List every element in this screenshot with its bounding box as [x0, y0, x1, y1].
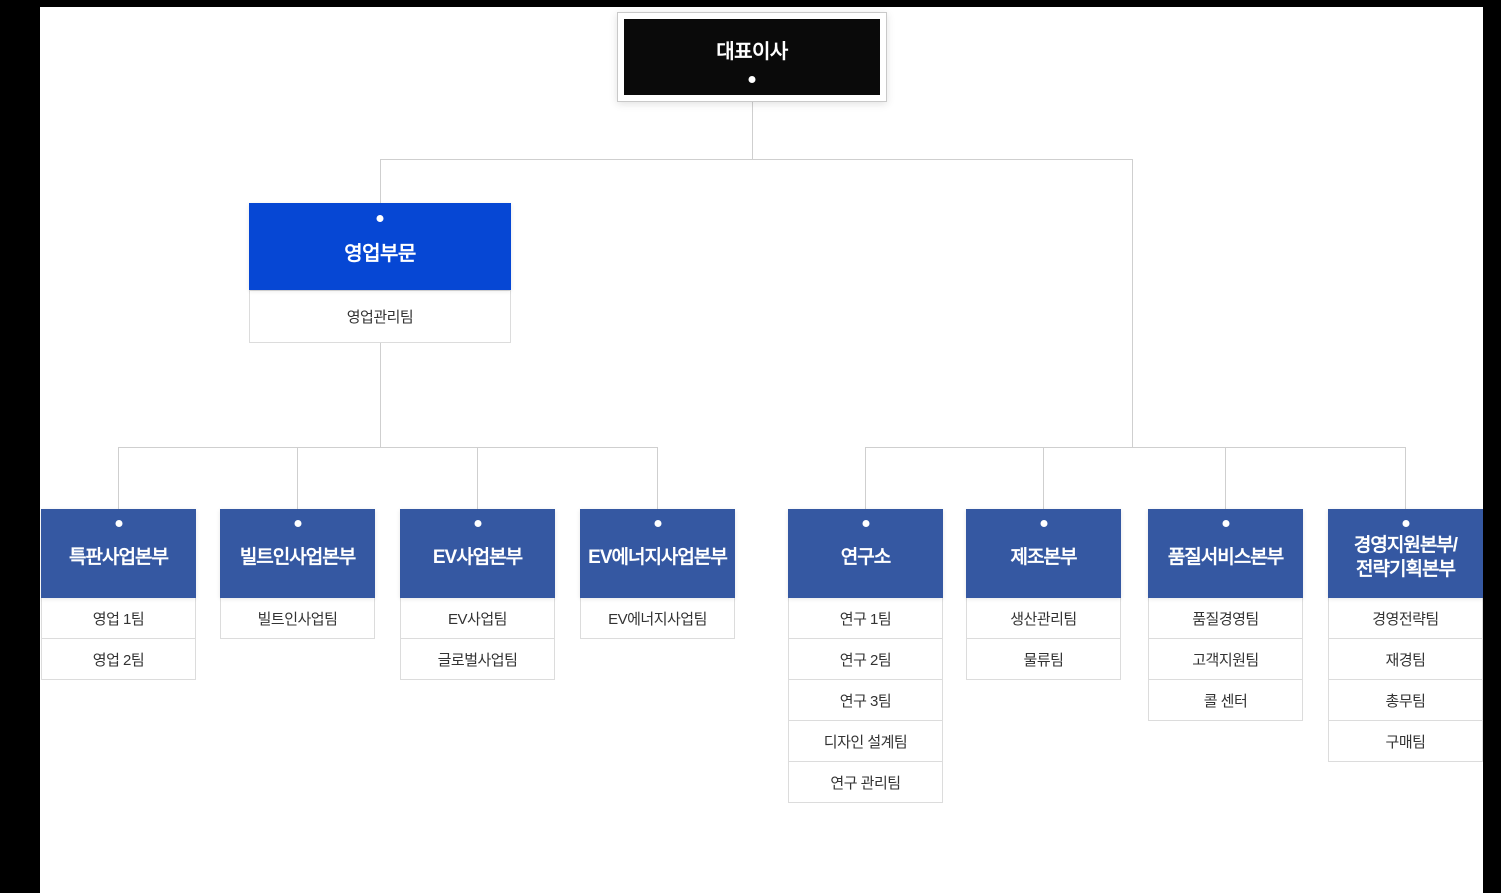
connector-dot — [748, 76, 756, 83]
team-box: 물류팀 — [966, 638, 1121, 680]
connector-line — [118, 447, 119, 509]
team-box: EV사업팀 — [400, 597, 555, 639]
team-box: EV에너지사업팀 — [580, 597, 735, 639]
dept-title: 빌트인사업본부 — [239, 546, 356, 568]
dept-title: EV사업본부 — [432, 546, 523, 568]
team-box: 품질경영팀 — [1148, 597, 1303, 639]
division-title: 영업부문 — [344, 243, 416, 265]
dept-column-5: 연구소 연구 1팀 연구 2팀 연구 3팀 디자인 설계팀 연구 관리팀 — [788, 509, 943, 803]
dept-column-2: 빌트인사업본부 빌트인사업팀 — [220, 509, 375, 639]
team-label: 구매팀 — [1385, 733, 1426, 751]
dept-box: EV사업본부 — [400, 509, 555, 598]
dept-column-1: 특판사업본부 영업 1팀 영업 2팀 — [41, 509, 196, 680]
connector-line — [865, 447, 866, 509]
team-box: 연구 1팀 — [788, 597, 943, 639]
connector-dot — [376, 215, 384, 222]
team-box: 영업 2팀 — [41, 638, 196, 680]
team-label: 영업관리팀 — [346, 309, 414, 326]
ceo-box-inner: 대표이사 — [624, 19, 880, 95]
dept-box: 품질서비스본부 — [1148, 509, 1303, 598]
connector-dot — [115, 520, 122, 527]
division-sales: 영업부문 영업관리팀 — [249, 203, 511, 343]
team-label: EV에너지사업팀 — [608, 610, 707, 628]
team-label: 총무팀 — [1385, 692, 1426, 710]
dept-column-3: EV사업본부 EV사업팀 글로벌사업팀 — [400, 509, 555, 680]
ceo-title: 대표이사 — [716, 40, 788, 63]
dept-title: 연구소 — [840, 546, 891, 568]
team-label: 품질경영팀 — [1192, 610, 1259, 628]
connector-line — [657, 447, 658, 509]
connector-dot — [654, 520, 661, 527]
team-label: 물류팀 — [1023, 651, 1064, 669]
connector-line — [1043, 447, 1044, 509]
connector-dot — [1402, 520, 1409, 527]
team-label: 연구 2팀 — [839, 651, 892, 669]
team-label: 디자인 설계팀 — [823, 733, 908, 751]
team-label: 고객지원팀 — [1192, 651, 1259, 669]
team-label: 연구 관리팀 — [830, 774, 901, 792]
team-box: 경영전략팀 — [1328, 597, 1483, 639]
team-box: 생산관리팀 — [966, 597, 1121, 639]
team-box: 고객지원팀 — [1148, 638, 1303, 680]
team-label: 경영전략팀 — [1372, 610, 1439, 628]
dept-box: 빌트인사업본부 — [220, 509, 375, 598]
dept-box: 경영지원본부/ 전략기획본부 — [1328, 509, 1483, 598]
team-box: 구매팀 — [1328, 720, 1483, 762]
connector-line — [297, 447, 298, 509]
team-box: 연구 3팀 — [788, 679, 943, 721]
connector-dot — [862, 520, 869, 527]
dept-title: 품질서비스본부 — [1167, 546, 1284, 568]
ceo-box: 대표이사 — [617, 12, 887, 102]
connector-dot — [474, 520, 481, 527]
connector-line — [380, 159, 381, 203]
team-label: 재경팀 — [1385, 651, 1426, 669]
connector-line — [1225, 447, 1226, 509]
connector-line — [865, 447, 1406, 448]
team-box: 연구 관리팀 — [788, 761, 943, 803]
dept-title: 제조본부 — [1010, 546, 1078, 568]
team-label: EV사업팀 — [448, 610, 507, 628]
dept-box: 특판사업본부 — [41, 509, 196, 598]
team-label: 연구 1팀 — [839, 610, 892, 628]
connector-line — [1405, 447, 1406, 509]
team-label: 빌트인사업팀 — [257, 610, 338, 628]
dept-title: 특판사업본부 — [69, 546, 169, 568]
team-box: 연구 2팀 — [788, 638, 943, 680]
team-label: 생산관리팀 — [1010, 610, 1077, 628]
team-box: 영업 1팀 — [41, 597, 196, 639]
dept-title: 경영지원본부/ 전략기획본부 — [1353, 534, 1458, 580]
dept-column-6: 제조본부 생산관리팀 물류팀 — [966, 509, 1121, 680]
team-box: 빌트인사업팀 — [220, 597, 375, 639]
team-label: 콜 센터 — [1203, 692, 1248, 710]
connector-dot — [1040, 520, 1047, 527]
team-box: 영업관리팀 — [249, 290, 511, 343]
team-box: 콜 센터 — [1148, 679, 1303, 721]
division-box: 영업부문 — [249, 203, 511, 290]
dept-column-4: EV에너지사업본부 EV에너지사업팀 — [580, 509, 735, 639]
team-label: 글로벌사업팀 — [437, 651, 518, 669]
connector-line — [118, 447, 658, 448]
connector-dot — [294, 520, 301, 527]
connector-dot — [1222, 520, 1229, 527]
team-label: 연구 3팀 — [839, 692, 892, 710]
team-box: 디자인 설계팀 — [788, 720, 943, 762]
connector-line — [380, 343, 381, 447]
org-chart-canvas: 대표이사 영업부문 영업관리팀 특판사업본부 영업 1팀 영업 2팀 — [40, 7, 1483, 893]
team-box: 글로벌사업팀 — [400, 638, 555, 680]
dept-box: 제조본부 — [966, 509, 1121, 598]
connector-line — [380, 159, 1133, 160]
dept-title: EV에너지사업본부 — [588, 546, 728, 568]
connector-line — [752, 102, 753, 159]
dept-column-8: 경영지원본부/ 전략기획본부 경영전략팀 재경팀 총무팀 구매팀 — [1328, 509, 1483, 762]
dept-box: EV에너지사업본부 — [580, 509, 735, 598]
connector-line — [477, 447, 478, 509]
connector-line — [1132, 159, 1133, 447]
dept-column-7: 품질서비스본부 품질경영팀 고객지원팀 콜 센터 — [1148, 509, 1303, 721]
team-label: 영업 1팀 — [92, 610, 145, 628]
dept-box: 연구소 — [788, 509, 943, 598]
team-label: 영업 2팀 — [92, 651, 145, 669]
team-box: 총무팀 — [1328, 679, 1483, 721]
team-box: 재경팀 — [1328, 638, 1483, 680]
